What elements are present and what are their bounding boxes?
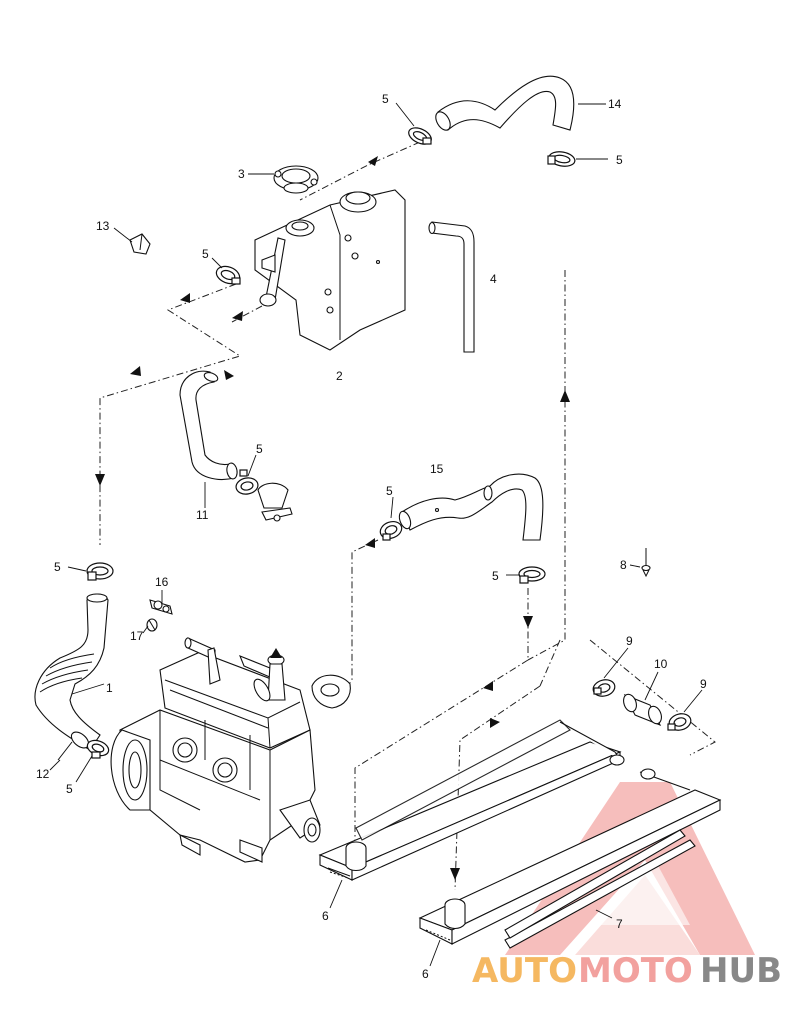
- callout-5-top: 5: [382, 92, 389, 106]
- flow-arrow: [490, 718, 500, 728]
- callout-1: 1: [106, 681, 113, 695]
- hose-14: [435, 75, 575, 131]
- flow-arrow: [130, 366, 141, 376]
- radiator-lower-6: [418, 768, 722, 945]
- callout-5-hose11: 5: [256, 442, 263, 456]
- hose-clamp-5-hose15-right: [518, 566, 546, 584]
- callout-13: 13: [96, 219, 110, 233]
- callout-14: 14: [608, 97, 622, 111]
- callout-5-right: 5: [616, 153, 623, 167]
- callout-5-tank: 5: [202, 247, 209, 261]
- callout-9-left: 9: [626, 634, 633, 648]
- flow-arrow: [180, 293, 190, 303]
- callout-2: 2: [336, 369, 343, 383]
- radiator-bracket-7: [504, 829, 696, 949]
- water-pump-outlet: [311, 674, 351, 709]
- callout-6-upper: 6: [322, 909, 329, 923]
- engine-assembly: [110, 637, 321, 863]
- hose-15: [398, 473, 544, 541]
- callout-3: 3: [238, 167, 245, 181]
- callout-9-right: 9: [700, 677, 707, 691]
- bleeder-screw-8: [641, 548, 651, 578]
- flow-arrow: [560, 390, 570, 402]
- hose-clamp-5-hose1-top: [86, 562, 114, 581]
- callout-16: 16: [155, 575, 169, 589]
- coolant-tank-2: [254, 189, 406, 351]
- temperature-sensor-16: [149, 599, 173, 615]
- hose-clamp-9-left: [592, 679, 616, 697]
- callout-8: 8: [620, 558, 627, 572]
- flow-arrow: [95, 474, 105, 486]
- callout-5-hose15: 5: [386, 484, 393, 498]
- thermostat-housing: [257, 482, 293, 522]
- hose-clamp-5-top: [408, 127, 432, 145]
- hose-clamp-5-tank: [215, 265, 241, 285]
- hose-clamp-5-hose1-bottom: [86, 739, 110, 759]
- callout-4: 4: [490, 272, 497, 286]
- flow-arrow: [523, 616, 533, 628]
- radiator-upper-6: [318, 719, 625, 881]
- watermark-hub: HUB: [700, 951, 782, 991]
- callout-5-bottom: 5: [66, 782, 73, 796]
- callout-5-hose15-right: 5: [492, 569, 499, 583]
- watermark-moto: MOTO: [578, 951, 693, 991]
- callout-12: 12: [36, 767, 50, 781]
- nut-13: [129, 233, 151, 255]
- hose-clamp-5-hose15-left: [379, 520, 403, 541]
- flow-arrow: [365, 538, 375, 548]
- washer-17: [146, 618, 158, 632]
- callout-6-lower: 6: [422, 967, 429, 981]
- watermark-text: AUTO MOTO HUB: [472, 951, 782, 991]
- hose-12: [57, 741, 73, 761]
- hose-1: [34, 593, 109, 751]
- watermark-auto: AUTO: [472, 951, 577, 991]
- hose-11: [179, 370, 238, 480]
- connector-hose-10: [623, 693, 662, 727]
- flow-arrow: [368, 156, 378, 166]
- hose-4: [428, 221, 475, 353]
- hose-clamp-5-hose11: [235, 469, 259, 495]
- leader-lines: [49, 102, 703, 967]
- callout-5-hose1: 5: [54, 560, 61, 574]
- hose-clamp-5-right: [547, 151, 576, 167]
- callout-labels: 5 14 5 3 13 5 4 2 5 15 5 11 5 5 8 16 17 …: [36, 92, 707, 981]
- hose-clamp-9-right: [667, 713, 692, 731]
- callout-15: 15: [430, 462, 444, 476]
- callout-11: 11: [196, 508, 209, 522]
- callout-7: 7: [616, 917, 623, 931]
- flow-arrow: [224, 370, 234, 380]
- flow-arrow: [232, 311, 243, 321]
- radiator-cap-3: [273, 165, 319, 194]
- flow-arrow: [483, 681, 493, 691]
- callout-17: 17: [130, 629, 144, 643]
- flow-arrow: [450, 868, 460, 880]
- callout-10: 10: [654, 657, 668, 671]
